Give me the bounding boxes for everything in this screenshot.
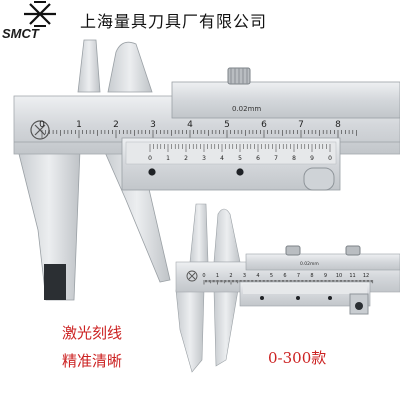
small-beam-logo-icon	[186, 270, 198, 282]
main-scale-number: 4	[187, 120, 193, 130]
feature-caption-1: 激光刻线	[62, 324, 123, 342]
vernier-number: 5	[238, 155, 242, 162]
vernier-number: 7	[274, 155, 278, 162]
main-scale-number: 3	[150, 120, 156, 130]
main-scale-number: 6	[283, 273, 286, 279]
vernier-number: 9	[310, 155, 314, 162]
main-scale-number: 5	[224, 120, 230, 130]
brand-logo-text: SMCT	[2, 26, 39, 41]
main-scale-number: 12	[363, 273, 369, 279]
small-vernier-label: 0.02mm	[300, 261, 319, 267]
slider-screw-2	[236, 168, 244, 176]
company-name: 上海量具刀具厂有限公司	[80, 12, 268, 31]
vernier-number: 4	[220, 155, 224, 162]
large-vernier-scale: 0 1 2 3 4 5 6 7 8 9 0	[148, 144, 332, 162]
main-scale-number: 7	[297, 273, 300, 279]
main-scale-number: 3	[243, 273, 246, 279]
main-scale-number: 7	[298, 120, 304, 130]
vernier-number: 0	[328, 155, 332, 162]
vernier-number: 1	[166, 155, 170, 162]
range-caption: 0-300款	[268, 349, 327, 367]
main-scale-number: 1	[76, 120, 82, 130]
main-scale-number: 10	[336, 273, 342, 279]
main-scale-number: 2	[113, 120, 119, 130]
vernier-number: 0	[148, 155, 152, 162]
small-lower-slider-jaw	[213, 289, 239, 367]
main-scale-number: 8	[335, 120, 341, 130]
large-main-scale: 0 1 2 3 4 5 6 7 8	[39, 120, 357, 139]
small-top-clamp	[245, 253, 400, 271]
vernier-number: 2	[184, 155, 188, 162]
main-scale-number: 8	[310, 273, 313, 279]
vernier-number: 6	[256, 155, 260, 162]
small-upper-slider-jaw	[213, 208, 241, 263]
main-scale-number: 4	[256, 273, 259, 279]
main-scale-number: 9	[324, 273, 327, 279]
vernier-number: 3	[202, 155, 206, 162]
small-upper-fixed-jaw	[189, 203, 209, 263]
main-scale-number: 5	[270, 273, 273, 279]
slider-screw-1	[148, 168, 156, 176]
main-scale-number: 0	[202, 273, 205, 279]
main-scale-number: 6	[261, 120, 267, 130]
vernier-number: 8	[292, 155, 296, 162]
top-clamp	[171, 81, 400, 119]
lock-screw-icon	[227, 67, 251, 85]
large-upper-fixed-jaw	[77, 39, 101, 93]
main-scale-number: 0	[39, 120, 45, 130]
main-scale-number: 2	[229, 273, 232, 279]
large-upper-slider-jaw	[107, 41, 153, 93]
main-scale-number: 1	[216, 273, 219, 279]
beam-logo-icon	[30, 120, 50, 140]
feature-caption-2: 精准清晰	[62, 352, 123, 370]
main-scale-number: 11	[349, 273, 355, 279]
large-vernier-label: 0.02mm	[232, 105, 261, 113]
thumb-roller	[303, 167, 335, 191]
brand-logo-icon	[24, 1, 56, 27]
small-lower-fixed-jaw	[175, 289, 205, 373]
